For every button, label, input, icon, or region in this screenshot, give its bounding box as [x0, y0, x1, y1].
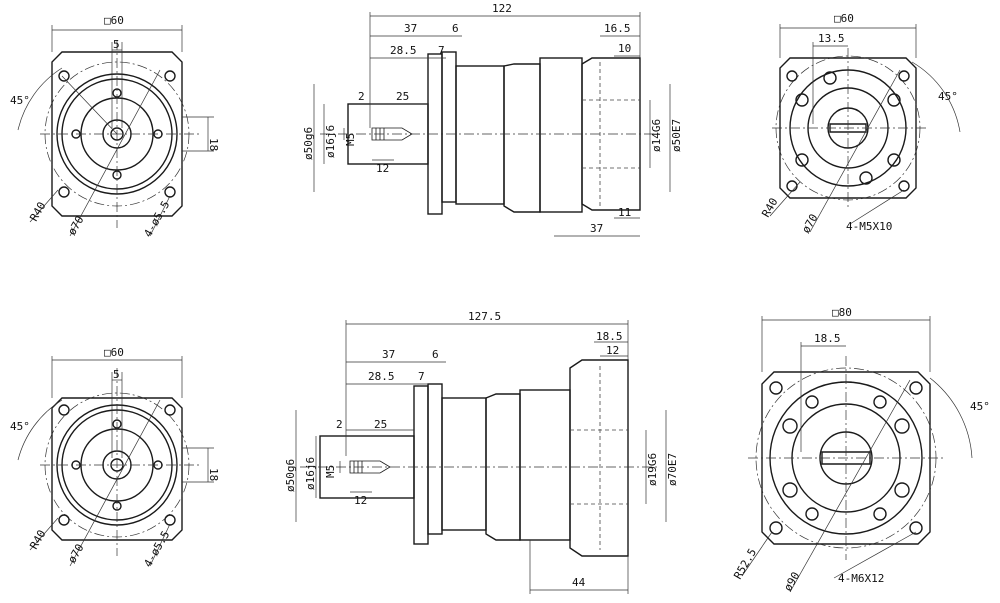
tl-square-label: □60	[104, 14, 124, 27]
ts-37b-label: 37	[590, 222, 603, 235]
bs-bore-label: ø19G6	[646, 453, 659, 486]
br-square-label: □80	[832, 306, 852, 319]
br-circle-label: ø90	[781, 570, 802, 594]
bs-shaft-label: ø16j6	[304, 457, 317, 490]
br-angle-label: 45°	[970, 400, 990, 413]
bl-offset-label: 5	[113, 368, 120, 381]
bl-radius-label: R40	[27, 528, 48, 552]
bs-44-label: 44	[572, 576, 586, 589]
bs-7-label: 7	[418, 370, 425, 383]
bs-37-label: 37	[382, 348, 395, 361]
bs-28-5-label: 28.5	[368, 370, 395, 383]
ts-2-label: 2	[358, 90, 365, 103]
tr-radius-label: R40	[759, 196, 780, 220]
tr-holes-label: 4-M5X10	[846, 220, 892, 233]
bs-2-label: 2	[336, 418, 343, 431]
ts-10-label: 10	[618, 42, 631, 55]
ts-37-label: 37	[404, 22, 417, 35]
ts-6-label: 6	[452, 22, 459, 35]
tl-circle-label: ø70	[65, 214, 86, 238]
ts-flange-label: ø50E7	[670, 119, 683, 152]
tl-offset-label: 5	[113, 38, 120, 51]
tl-radius-label: R40	[27, 200, 48, 224]
bottom-left-end-view: □60 5 45° 18 R40 ø70 4-ø5.5	[10, 346, 220, 570]
br-radius-label: R52.5	[731, 546, 759, 581]
bs-thread-label: M5	[324, 465, 337, 478]
bl-18-label: 18	[207, 468, 220, 481]
br-18-5-label: 18.5	[814, 332, 841, 345]
ts-shaft-label: ø16j6	[324, 125, 337, 158]
bl-circle-label: ø70	[65, 542, 86, 566]
ts-7-label: 7	[438, 44, 445, 57]
tl-18-label: 18	[207, 138, 220, 151]
tl-holes-label: 4-ø5.5	[141, 199, 172, 240]
ts-12-label: 12	[376, 162, 389, 175]
bs-12-top-label: 12	[606, 344, 619, 357]
bs-flange-label: ø70E7	[666, 453, 679, 486]
tr-angle-label: 45°	[938, 90, 958, 103]
bl-angle-label: 45°	[10, 420, 30, 433]
tl-angle-label: 45°	[10, 94, 30, 107]
bottom-right-end-view: □80 18.5 45° R52.5 ø90 4-M6X12	[731, 306, 990, 594]
ts-thread-label: M5	[344, 133, 357, 146]
tr-square-label: □60	[834, 12, 854, 25]
bs-25-label: 25	[374, 418, 387, 431]
ts-bore-label: ø14G6	[650, 119, 663, 152]
bottom-side-view: 127.5 37 6 28.5 7 2 25 12 18.5 12 44 ø50…	[284, 310, 679, 594]
ts-28-5-label: 28.5	[390, 44, 417, 57]
bl-square-label: □60	[104, 346, 124, 359]
bs-12-label: 12	[354, 494, 367, 507]
bs-pilot-label: ø50g6	[284, 459, 297, 492]
ts-11-label: 11	[618, 206, 631, 219]
ts-pilot-label: ø50g6	[302, 127, 315, 160]
tr-circle-label: ø70	[799, 212, 820, 236]
top-left-end-view: □60 5 45° 18 R40 ø70 4-ø5.5	[10, 14, 220, 240]
bs-18-5-label: 18.5	[596, 330, 623, 343]
bl-holes-label: 4-ø5.5	[141, 529, 172, 570]
top-side-view: 122 37 6 28.5 7 2 25 12 16.5 10 11 37 ø5…	[302, 2, 683, 237]
top-right-end-view: □60 13.5 45° R40 ø70 4-M5X10	[759, 12, 961, 236]
bs-overall-label: 127.5	[468, 310, 501, 323]
ts-16-5-label: 16.5	[604, 22, 631, 35]
tr-13-5-label: 13.5	[818, 32, 845, 45]
bs-6-label: 6	[432, 348, 439, 361]
br-holes-label: 4-M6X12	[838, 572, 884, 585]
ts-overall-label: 122	[492, 2, 512, 15]
ts-25-label: 25	[396, 90, 409, 103]
